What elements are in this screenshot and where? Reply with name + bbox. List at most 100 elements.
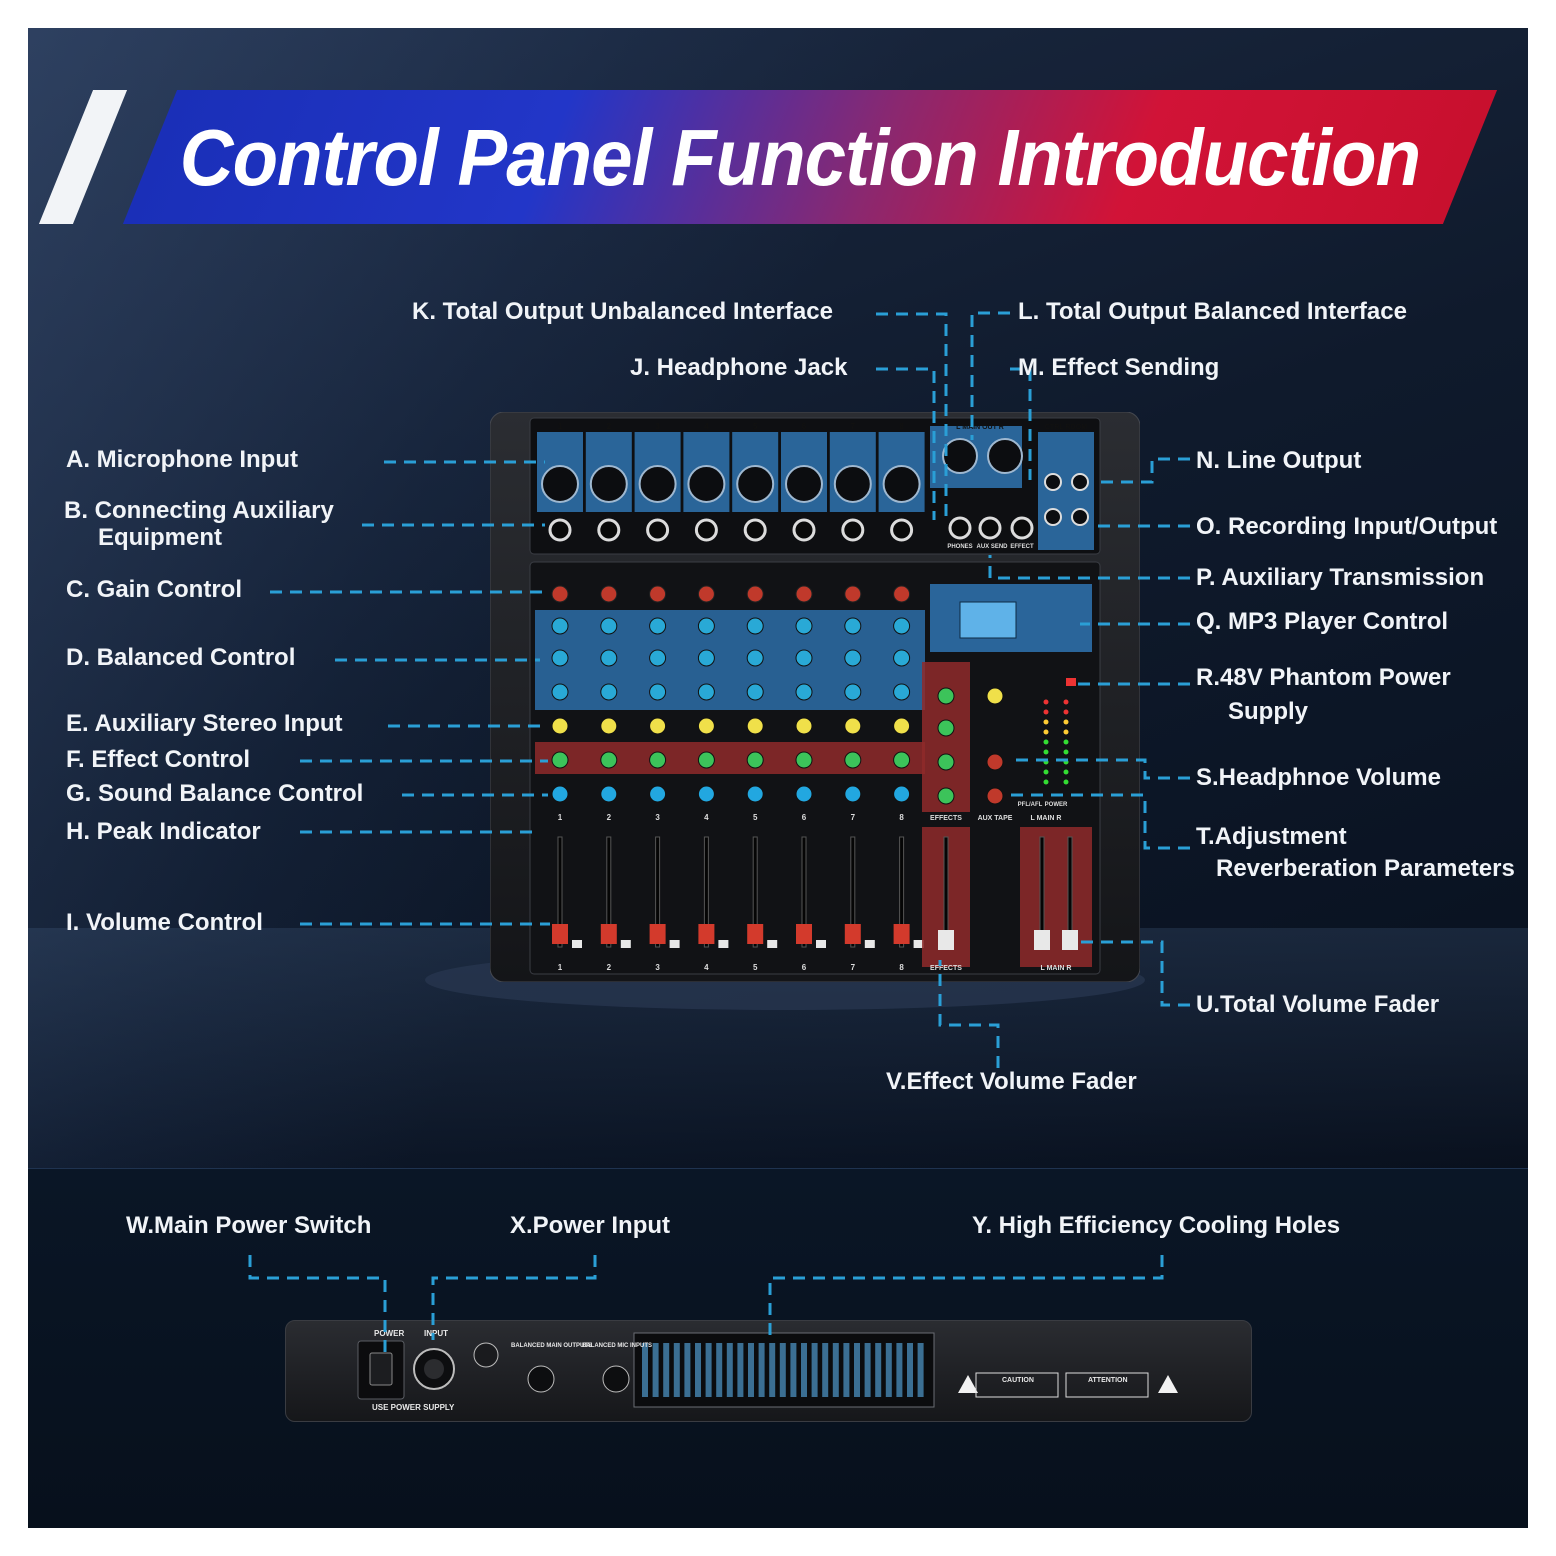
cooling-vent-slot <box>907 1343 913 1397</box>
aux-return-knob <box>986 687 1004 705</box>
label-effect-sending: M. Effect Sending <box>1018 354 1220 381</box>
line-jack <box>792 518 816 542</box>
aux-tape-label: AUX TAPE <box>978 815 1013 822</box>
xlr-mic-jack <box>541 465 579 503</box>
channel-number-bottom: 7 <box>851 963 856 972</box>
xlr-mic-jack <box>589 465 628 503</box>
effects-label: EFFECTS <box>930 815 962 822</box>
l-main-r-label: L MAIN R <box>1031 815 1062 822</box>
meter-led <box>1063 749 1069 755</box>
pfl-button <box>767 940 778 948</box>
meter-led <box>1063 779 1069 785</box>
main-out-label: L MAIN OUT R <box>956 424 1004 431</box>
label-phantom-power-line2: Supply <box>1228 698 1309 725</box>
line-jack <box>841 518 865 542</box>
fx-knob <box>844 751 862 769</box>
cooling-vent-slot <box>642 1343 648 1397</box>
cooling-vent-slot <box>737 1343 744 1397</box>
channel-number-bottom: 1 <box>558 963 563 972</box>
line-jack <box>694 518 718 542</box>
rear-caution-label: CAUTION <box>1002 1377 1034 1384</box>
eq-knob <box>600 683 618 701</box>
pfl-button <box>864 940 875 948</box>
leader-V <box>938 960 1000 1068</box>
eq-knob <box>649 649 667 667</box>
channel-number-bottom: 6 <box>802 963 807 972</box>
fader-track <box>899 836 905 948</box>
effects-strip-panel <box>922 662 970 812</box>
page-title: Control Panel Function Introduction <box>179 113 1421 202</box>
aux-knob <box>551 717 569 735</box>
fx-knob <box>746 751 764 769</box>
line-jack <box>646 518 670 542</box>
cooling-vent-slot <box>663 1343 670 1397</box>
fader-track <box>752 836 758 948</box>
effect-label: EFFECT <box>1010 544 1034 550</box>
label-balanced-control: D. Balanced Control <box>66 644 296 671</box>
fx-knob <box>697 751 715 769</box>
eq-knob <box>844 683 862 701</box>
channel-number-top: 4 <box>704 422 709 431</box>
label-line-output: N. Line Output <box>1196 447 1362 474</box>
aux-knob <box>649 717 667 735</box>
ctrl-room-jack <box>1044 508 1062 526</box>
main-out-left-jack <box>942 438 978 474</box>
pan-knob <box>746 785 764 803</box>
ctrl-room-label: CTRL ROOM <box>1045 424 1087 431</box>
gain-knob <box>795 585 813 603</box>
meter-led <box>1063 719 1069 725</box>
fader-cap <box>796 924 812 944</box>
leader-Y <box>768 1255 1164 1338</box>
leader-P <box>988 555 1190 580</box>
phones-aux-jack <box>978 516 1002 540</box>
master-fader-cap <box>938 930 954 950</box>
leader-X <box>431 1255 597 1340</box>
leader-W <box>248 1255 387 1358</box>
leader-J <box>876 367 936 520</box>
xlr-mic-jack <box>833 465 872 503</box>
cooling-vent-slot <box>695 1343 701 1397</box>
pfl-button <box>620 940 631 948</box>
ctrl-room-panel <box>1038 432 1094 550</box>
cooling-vent-slot <box>726 1343 733 1397</box>
pfl-button <box>572 940 582 948</box>
leader-K <box>876 312 948 520</box>
label-mp3-player-control: Q. MP3 Player Control <box>1196 608 1449 635</box>
effects-bottom-label: EFFECTS <box>930 965 962 972</box>
cooling-vent-slot <box>779 1343 786 1397</box>
channel-number-top: 3 <box>655 422 660 431</box>
fx-knob <box>551 751 569 769</box>
cooling-vent-slot <box>801 1343 807 1397</box>
aux-knob <box>844 717 862 735</box>
mp3-display <box>959 601 1017 639</box>
label-microphone-input: A. Microphone Input <box>66 446 298 473</box>
line-jack <box>597 518 621 542</box>
label-adjustment: T.Adjustment <box>1196 823 1347 850</box>
eq-knob <box>551 617 569 635</box>
channel-number-bottom: 5 <box>753 963 758 972</box>
cooling-vent-slot <box>716 1343 723 1397</box>
eq-knob <box>551 649 569 667</box>
cooling-vent-slot <box>684 1343 691 1397</box>
master-fader-cap <box>1034 930 1050 950</box>
gain-knob <box>697 585 715 603</box>
gain-knob <box>746 585 764 603</box>
channel-number-mid: 5 <box>753 813 758 822</box>
channel-number-top: 1 <box>558 422 563 431</box>
fader-track <box>703 836 709 948</box>
fader-cap <box>844 924 861 944</box>
eq-knob <box>795 649 813 667</box>
eq-knob <box>649 617 667 635</box>
leader-U <box>1075 940 1190 1007</box>
leader-S <box>1010 758 1190 780</box>
meter-led <box>1043 699 1049 705</box>
rear-attention-label: ATTENTION <box>1088 1377 1128 1384</box>
meter-led <box>1043 779 1049 785</box>
fader-track <box>557 836 563 948</box>
aux-knob <box>697 717 715 735</box>
eq-knob <box>893 683 911 701</box>
ctrl-room-jack <box>1044 473 1062 491</box>
eq-knob <box>600 617 618 635</box>
eq-knob <box>600 649 618 667</box>
fader-track <box>606 836 612 948</box>
